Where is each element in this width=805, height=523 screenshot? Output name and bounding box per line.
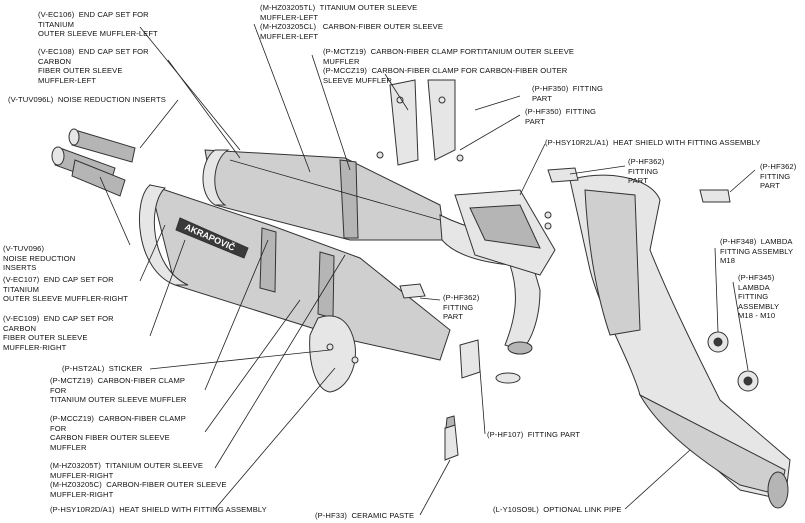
label-hf362-b: (P-HF362) FITTING PART	[760, 162, 797, 191]
label-hf33: (P-HF33) CERAMIC PASTE	[315, 511, 415, 520]
muffler-right: AKRAPOVIČ	[139, 184, 451, 361]
lambda-fittings	[707, 331, 759, 392]
label-hf350-b: (P-HF350) FITTING PART	[525, 107, 596, 126]
label-hf362-a: (P-HF362) FITTING PART	[628, 157, 665, 186]
clamp-brackets	[376, 79, 464, 166]
label-ec108: (V-EC108) END CAP SET FOR CARBON FIBER O…	[38, 47, 149, 85]
label-hz03205tl: (M-HZ03205TL) TITANIUM OUTER SLEEVE MUFF…	[260, 3, 444, 41]
ceramic-paste-tube	[444, 415, 459, 461]
label-tuv096l: (V-TUV096L) NOISE REDUCTION INSERTS	[8, 95, 166, 104]
heat-shield-right	[309, 315, 359, 393]
label-y10so9l: (L-Y10SO9L) OPTIONAL LINK PIPE	[493, 505, 622, 514]
fitting-parts	[399, 167, 731, 384]
label-hst2al: (P-HST2AL) STICKER	[62, 364, 143, 373]
label-hf350-a: (P-HF350) FITTING PART	[532, 84, 603, 103]
label-mccz19: (P-MCCZ19) CARBON-FIBER CLAMP FOR CARBON…	[50, 414, 186, 452]
noise-reduction-inserts	[51, 128, 136, 197]
label-hz03205t: (M-HZ03205T) TITANIUM OUTER SLEEVE MUFFL…	[50, 461, 227, 499]
label-ec106: (V-EC106) END CAP SET FOR TITANIUM OUTER…	[38, 10, 158, 39]
heat-shield-left	[454, 189, 556, 276]
label-ec107: (V-EC107) END CAP SET FOR TITANIUM OUTER…	[3, 275, 128, 304]
leader-lines	[99, 23, 756, 516]
label-hsy10r2l: (P-HSY10R2L/A1) HEAT SHIELD WITH FITTING…	[545, 138, 761, 147]
label-hsy10r2d: (P-HSY10R2D/A1) HEAT SHIELD WITH FITTING…	[50, 505, 267, 514]
label-mctz19-top: (P-MCTZ19) CARBON-FIBER CLAMP FORTITANIU…	[323, 47, 575, 85]
label-hf107: (P-HF107) FITTING PART	[487, 430, 581, 439]
label-ec109: (V-EC109) END CAP SET FOR CARBON FIBER O…	[3, 314, 114, 352]
label-hf348: (P-HF348) LAMBDA FITTING ASSEMBLY M18	[720, 237, 794, 266]
label-mctz19: (P-MCTZ19) CARBON-FIBER CLAMP FOR TITANI…	[50, 376, 187, 405]
label-hf362-c: (P-HF362) FITTING PART	[443, 293, 480, 322]
label-tuv096: (V-TUV096) NOISE REDUCTION INSERTS	[3, 244, 76, 273]
optional-link-pipe	[569, 174, 791, 509]
muffler-left	[202, 149, 446, 241]
label-hf345: (P-HF345) LAMBDA FITTING ASSEMBLY M18 - …	[738, 273, 780, 321]
